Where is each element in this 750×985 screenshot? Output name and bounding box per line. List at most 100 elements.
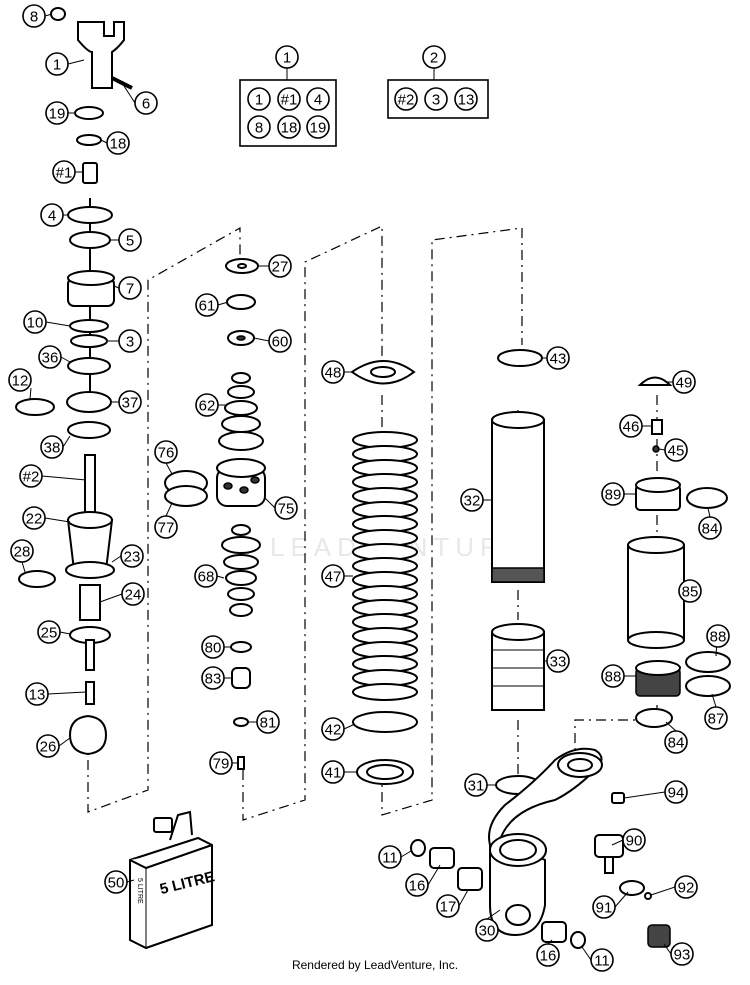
top-eye-part [77, 21, 125, 89]
callout-90: 90 [622, 828, 646, 852]
leader-line [100, 139, 108, 144]
group-1-callout: 19 [306, 115, 330, 139]
callout-42: 42 [321, 717, 345, 741]
svg-text:4: 4 [314, 92, 322, 109]
callout-label: 91 [596, 900, 613, 917]
callout-41: 41 [321, 760, 345, 784]
group-2-callout: 13 [454, 87, 478, 111]
callout-label: 30 [479, 923, 496, 940]
callout-hash1: #1 [52, 160, 76, 184]
leader-line [41, 475, 87, 481]
callout-45: 45 [664, 438, 688, 462]
callout-label: 84 [702, 521, 719, 538]
callout-label: 22 [26, 511, 43, 528]
callout-label: 41 [325, 765, 342, 782]
jug-side-label: 5 LITRE [136, 878, 143, 904]
leader-line [650, 886, 676, 896]
callout-label: 13 [29, 687, 46, 704]
leader-line [62, 435, 71, 448]
callout-label: 23 [124, 549, 141, 566]
svg-text:2: 2 [430, 50, 438, 67]
callout-94: 94 [664, 780, 688, 804]
callout-3: 3 [118, 329, 142, 353]
callout-label: 1 [53, 57, 61, 74]
leader-line [67, 59, 85, 65]
svg-text:#2: #2 [398, 92, 415, 109]
callout-label: #1 [56, 165, 73, 182]
group-1-callout: 4 [306, 87, 330, 111]
callout-label: 47 [325, 569, 342, 586]
leader-lines [21, 13, 719, 961]
callout-label: 4 [48, 208, 56, 225]
callout-10: 10 [23, 310, 47, 334]
callout-30: 30 [475, 918, 499, 942]
group-2-callout: 2 [422, 45, 446, 69]
callout-1: 1 [45, 52, 69, 76]
callout-81: 81 [256, 710, 280, 734]
leader-line [60, 356, 71, 363]
callout-label: 62 [199, 398, 216, 415]
group-2-callout: #2 [394, 87, 418, 111]
callout-11: 11 [590, 948, 614, 972]
leader-line [44, 517, 71, 523]
leader-line [59, 631, 71, 635]
leader-line [29, 387, 32, 400]
leader-line [658, 448, 666, 451]
svg-text:1: 1 [283, 50, 291, 67]
leader-line [21, 561, 26, 573]
leader-line [216, 575, 225, 579]
leader-line [123, 85, 136, 104]
leader-line [707, 507, 711, 518]
leader-line [58, 737, 71, 747]
footer-credit: Rendered by LeadVenture, Inc. [291, 958, 459, 972]
oil-jug: 5 LITRE 5 LITRE [129, 810, 216, 950]
callout-label: 93 [674, 947, 691, 964]
leader-line [47, 691, 87, 695]
callout-8: 8 [22, 4, 46, 28]
callout-50: 50 [104, 870, 128, 894]
leader-line [427, 864, 441, 886]
leader-line [623, 791, 666, 799]
leader-line [611, 839, 624, 846]
callout-91: 91 [592, 895, 616, 919]
group-2-callout: 3 [424, 87, 448, 111]
callout-11: 11 [378, 845, 402, 869]
callout-label: 83 [205, 671, 222, 688]
callout-61: 61 [195, 293, 219, 317]
leader-line [581, 946, 592, 961]
callout-24: 24 [121, 582, 145, 606]
spring-coil [352, 683, 418, 701]
callout-label: 5 [126, 233, 134, 250]
callout-6: 6 [134, 91, 158, 115]
callout-26: 26 [36, 734, 60, 758]
callout-label: 27 [272, 259, 289, 276]
group-1-callout: 1 [275, 45, 299, 69]
callout-label: 42 [325, 722, 342, 739]
callout-84: 84 [698, 516, 722, 540]
callout-47: 47 [321, 564, 345, 588]
callout-25: 25 [37, 620, 61, 644]
leader-line [217, 301, 229, 306]
callout-label: 16 [540, 948, 557, 965]
callout-80: 80 [201, 635, 225, 659]
callout-75: 75 [274, 496, 298, 520]
callout-label: 24 [125, 587, 142, 604]
column-3-parts [350, 360, 418, 785]
callout-68: 68 [194, 564, 218, 588]
callout-label: 3 [126, 334, 134, 351]
leader-line [663, 943, 672, 955]
callout-23: 23 [120, 544, 144, 568]
callout-label: 8 [30, 9, 38, 26]
callout-label: 26 [40, 739, 57, 756]
group-1-callout: #1 [277, 87, 301, 111]
callout-label: 38 [44, 440, 61, 457]
callout-label: 84 [668, 735, 685, 752]
leader-line [113, 285, 120, 289]
callout-33: 33 [546, 649, 570, 673]
callout-label: 11 [594, 953, 610, 970]
callout-label: 10 [27, 315, 44, 332]
callout-5: 5 [118, 228, 142, 252]
callout-label: 18 [110, 136, 127, 153]
